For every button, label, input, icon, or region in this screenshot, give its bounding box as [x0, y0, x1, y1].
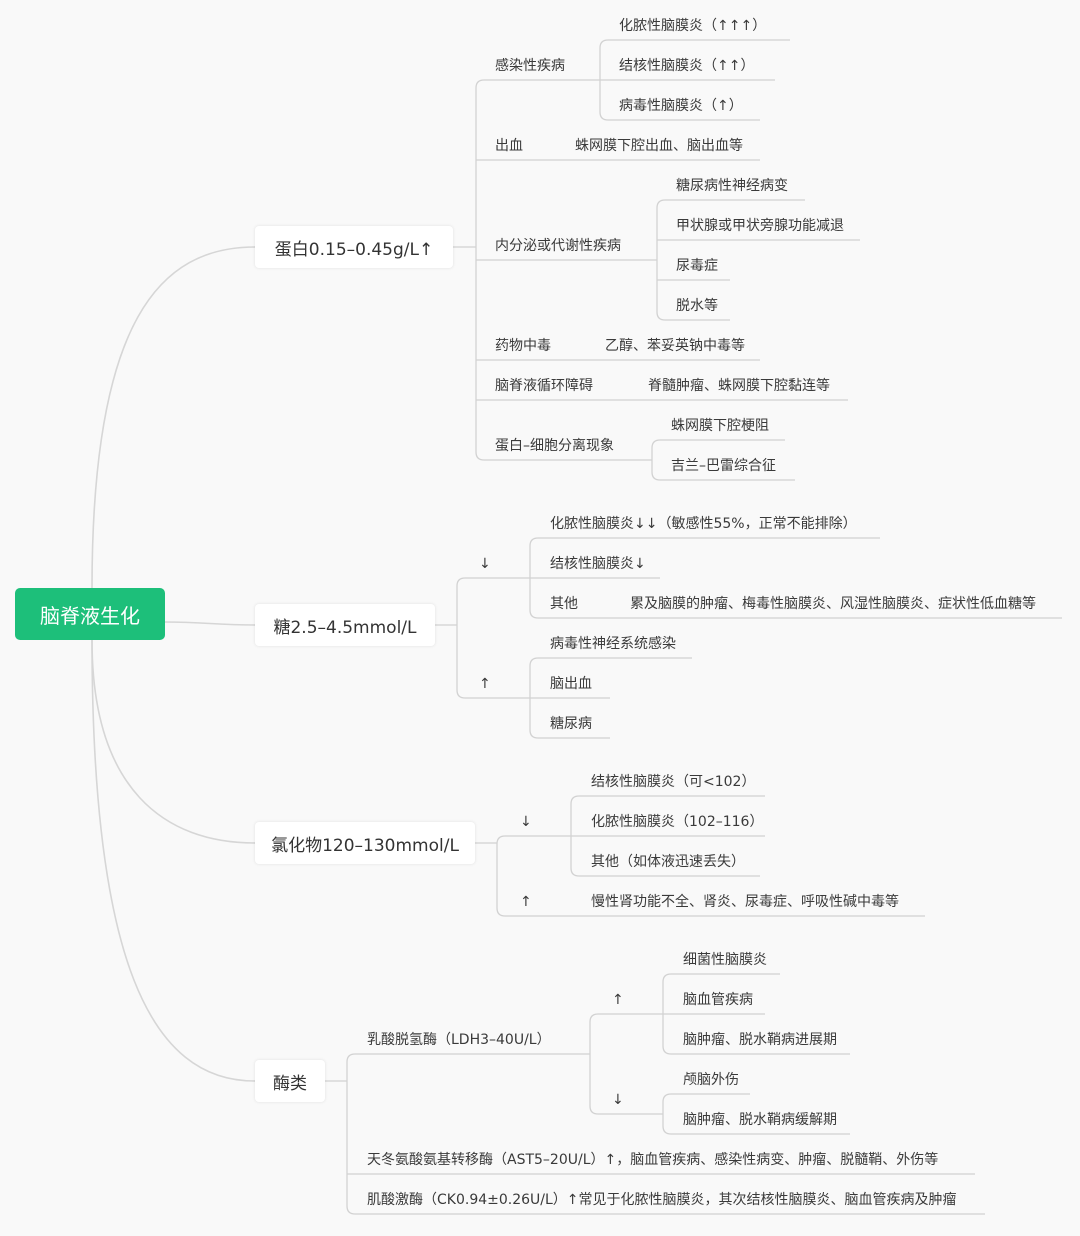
branch-protein: 蛋白0.15–0.45g/L↑ — [255, 226, 453, 268]
node-leaf: 尿毒症 — [676, 258, 718, 274]
node-decrease-arrow: ↓ — [479, 556, 491, 572]
node-drug-poisoning: 药物中毒 — [495, 338, 551, 354]
curve-root-to-glucose — [164, 621, 256, 626]
node-leaf: 颅脑外伤 — [683, 1072, 739, 1088]
node-increase-arrow: ↑ — [612, 992, 624, 1008]
node-leaf: 细菌性脑膜炎 — [683, 952, 767, 968]
node-leaf: 累及脑膜的肿瘤、梅毒性脑膜炎、风湿性脑膜炎、症状性低血糖等 — [630, 596, 1036, 612]
node-leaf: 脱水等 — [676, 298, 718, 314]
node-leaf: 糖尿病性神经病变 — [676, 178, 788, 194]
branch-chloride: 氯化物120–130mmol/L — [255, 822, 475, 864]
node-leaf: 脊髓肿瘤、蛛网膜下腔黏连等 — [648, 378, 830, 394]
node-ast: 天冬氨酸氨基转移酶（AST5–20U/L）↑，脑血管疾病、感染性病变、肿瘤、脱髓… — [367, 1152, 939, 1168]
bracket-chloride — [496, 835, 506, 917]
bracket-ldh-down — [662, 1093, 672, 1135]
branch-glucose: 糖2.5–4.5mmol/L — [255, 604, 435, 646]
node-other: 其他 — [550, 596, 578, 612]
node-leaf: 化脓性脑膜炎（↑↑↑） — [619, 18, 767, 34]
branch-enzymes: 酶类 — [255, 1060, 325, 1102]
bracket-enzymes — [346, 1053, 356, 1215]
node-leaf: 蛛网膜下腔梗阻 — [671, 418, 769, 434]
node-leaf: 甲状腺或甲状旁腺功能减退 — [676, 218, 844, 234]
node-leaf: 化脓性脑膜炎（102–116） — [591, 814, 764, 830]
bracket-protein — [475, 79, 485, 461]
node-increase-arrow: ↑ — [520, 894, 532, 910]
node-leaf: 病毒性神经系统感染 — [550, 636, 676, 652]
node-hemorrhage: 出血 — [495, 138, 523, 154]
curve-root-to-enzymes — [91, 639, 256, 1082]
node-endocrine-metabolic: 内分泌或代谢性疾病 — [495, 238, 621, 254]
node-ck: 肌酸激酶（CK0.94±0.26U/L）↑常见于化脓性脑膜炎，其次结核性脑膜炎、… — [367, 1192, 957, 1208]
bracket-dissociation — [651, 439, 661, 481]
node-leaf: 结核性脑膜炎↓ — [550, 556, 646, 572]
node-leaf: 结核性脑膜炎（可<102） — [591, 774, 756, 790]
node-leaf: 结核性脑膜炎（↑↑） — [619, 58, 755, 74]
node-leaf: 脑血管疾病 — [683, 992, 753, 1008]
node-leaf: 糖尿病 — [550, 716, 592, 732]
node-leaf: 脑肿瘤、脱水鞘病进展期 — [683, 1032, 837, 1048]
node-infectious-disease: 感染性疾病 — [495, 58, 565, 74]
bracket-endocrine — [656, 199, 666, 321]
node-leaf: 化脓性脑膜炎↓↓（敏感性55%，正常不能排除） — [550, 516, 857, 532]
node-leaf: 慢性肾功能不全、肾炎、尿毒症、呼吸性碱中毒等 — [591, 894, 899, 910]
node-leaf: 脑肿瘤、脱水鞘病缓解期 — [683, 1112, 837, 1128]
node-leaf: 病毒性脑膜炎（↑） — [619, 98, 743, 114]
bracket-ldh — [589, 1013, 599, 1115]
node-decrease-arrow: ↓ — [612, 1092, 624, 1108]
node-leaf: 蛛网膜下腔出血、脑出血等 — [575, 138, 743, 154]
node-ldh: 乳酸脱氢酶（LDH3–40U/L） — [367, 1032, 551, 1048]
node-leaf: 吉兰–巴雷综合征 — [671, 458, 776, 474]
node-increase-arrow: ↑ — [479, 676, 491, 692]
curve-root-to-protein — [91, 246, 256, 589]
curve-root-to-chloride — [91, 639, 256, 844]
node-decrease-arrow: ↓ — [520, 814, 532, 830]
node-leaf: 其他（如体液迅速丢失） — [591, 854, 745, 870]
node-leaf: 乙醇、苯妥英钠中毒等 — [605, 338, 745, 354]
bracket-glucose — [456, 577, 466, 699]
node-leaf: 脑出血 — [550, 676, 592, 692]
root-node-csf-biochemistry: 脑脊液生化 — [15, 588, 165, 640]
node-csf-circulation: 脑脊液循环障碍 — [495, 378, 593, 394]
node-albuminocytologic: 蛋白–细胞分离现象 — [495, 438, 614, 454]
